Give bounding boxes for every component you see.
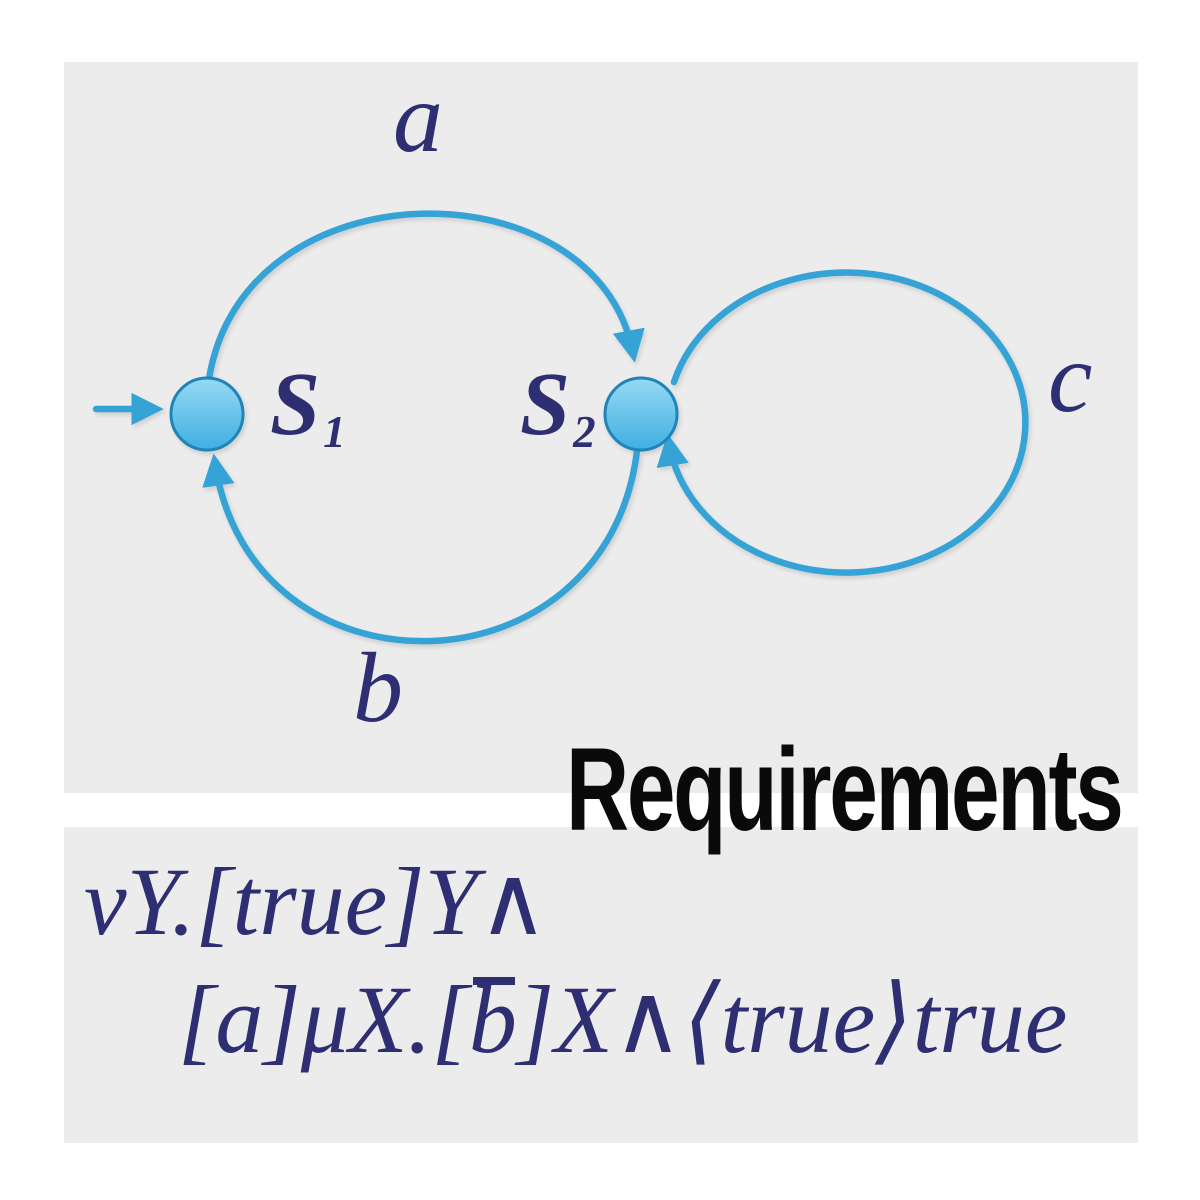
state-s2-name: S xyxy=(520,355,571,454)
diagram-panel xyxy=(64,62,1138,793)
formula-line-1: νY.[true]Y∧ xyxy=(84,848,549,955)
edge-b-arc xyxy=(202,447,641,645)
state-s2-label: S2 xyxy=(520,360,596,455)
state-s2-node xyxy=(603,376,679,452)
state-s1-label: S1 xyxy=(270,360,346,455)
state-s2-subscript: 2 xyxy=(573,406,596,457)
formula-b-overbar: b xyxy=(468,966,517,1073)
state-s1-node xyxy=(169,376,245,452)
formula-line2-prefix: [a]μX.[ xyxy=(178,966,469,1073)
state-s1-subscript: 1 xyxy=(323,406,346,457)
edge-c-label: c xyxy=(1048,322,1093,433)
edge-b-label: b xyxy=(353,632,403,743)
state-s1-name: S xyxy=(270,355,321,454)
edge-a-arc xyxy=(205,210,645,383)
requirements-heading: Requirements xyxy=(566,724,1124,856)
formula-line-2: [a]μX.[b]X∧⟨true⟩true xyxy=(178,972,1067,1068)
formula-line2-suffix: ]X∧⟨true⟩true xyxy=(516,966,1068,1073)
edge-c-self-loop xyxy=(656,269,1029,576)
edge-a-label: a xyxy=(393,62,443,173)
formula-panel xyxy=(64,827,1138,1143)
